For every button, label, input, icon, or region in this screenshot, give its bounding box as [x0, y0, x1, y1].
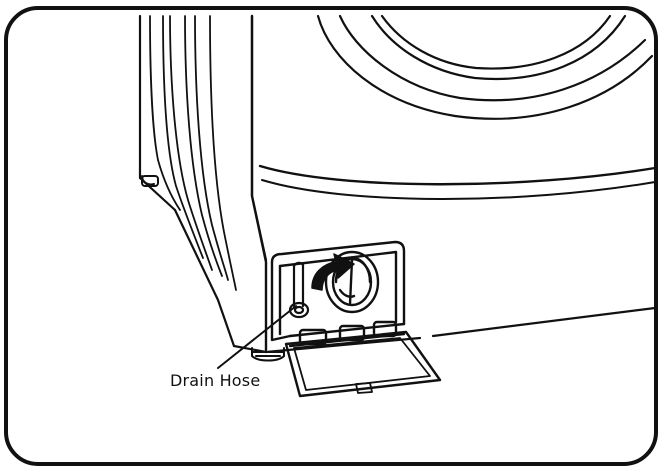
filter-access-cover: [284, 330, 442, 398]
curved-arrow-icon: [311, 253, 355, 291]
drain-hose-leader-line: [217, 305, 297, 369]
pump-filter-knob: [324, 250, 380, 314]
washer-cabinet: [138, 14, 657, 354]
diagram-frame: [4, 6, 658, 466]
filter-compartment: [270, 240, 406, 348]
drain-hose-label: Drain Hose: [170, 371, 261, 390]
leveling-foot-front: [251, 347, 285, 362]
leveling-foot-left: [141, 175, 159, 187]
washer-door: [316, 14, 654, 120]
